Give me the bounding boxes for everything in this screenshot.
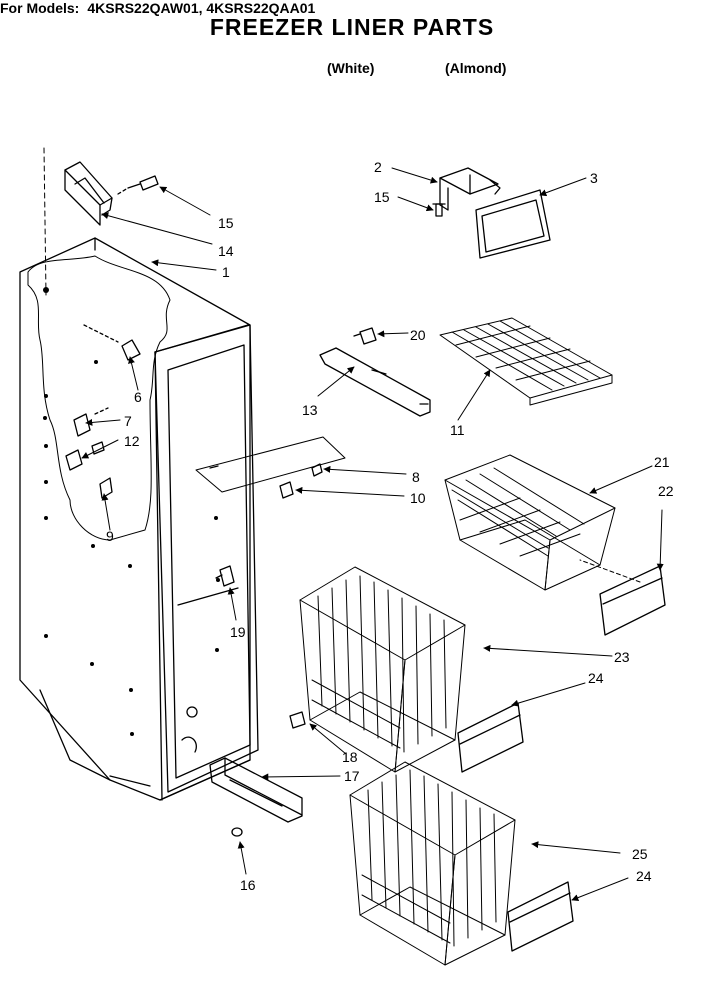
callout-11: 11	[450, 422, 465, 438]
part-12-clip	[65, 441, 105, 471]
part-22-basket-front	[579, 559, 666, 636]
model-numbers: 4KSRS22QAW01, 4KSRS22QAA01	[87, 0, 316, 16]
callout-labels: 15 14 1 2 15 3 6 7 12 9 8 10 19 20 13 11…	[106, 159, 674, 893]
part-14-bracket	[64, 161, 113, 226]
part-24-basket-front-lower	[507, 881, 574, 952]
callout-14: 14	[218, 243, 234, 259]
callout-20: 20	[410, 327, 426, 343]
color-white: (White)	[327, 60, 375, 76]
part-19-clip	[215, 565, 235, 587]
part-17-trim	[209, 757, 303, 823]
callout-25: 25	[632, 846, 648, 862]
callout-7: 7	[124, 413, 132, 429]
models-line: For Models: 4KSRS22QAW01, 4KSRS22QAA01	[0, 0, 704, 16]
callout-18: 18	[342, 749, 358, 765]
callout-24-upper: 24	[588, 670, 604, 686]
part-23-basket	[299, 566, 466, 773]
part-9-clip	[99, 477, 113, 499]
callout-15-upper-right: 15	[374, 189, 390, 205]
part-10-clip	[279, 481, 294, 499]
callout-8: 8	[412, 469, 420, 485]
color-almond: (Almond)	[445, 60, 507, 76]
callout-22: 22	[658, 483, 674, 499]
callout-15-upper-left: 15	[218, 215, 234, 231]
freezer-liner	[19, 237, 251, 801]
part-2-bracket	[439, 167, 501, 211]
part-25-basket	[349, 761, 516, 966]
part-3-cover	[475, 189, 551, 259]
callout-13: 13	[302, 402, 318, 418]
part-6-clip	[83, 324, 141, 361]
panel-plate	[195, 436, 346, 493]
callout-2: 2	[374, 159, 382, 175]
callout-23: 23	[614, 649, 630, 665]
callout-10: 10	[410, 490, 426, 506]
part-20-screw	[353, 327, 377, 345]
callout-17: 17	[344, 768, 360, 784]
part-7-clip	[73, 407, 109, 437]
callout-16: 16	[240, 877, 256, 893]
callout-1: 1	[222, 264, 230, 280]
part-15-screw-upper-right	[432, 203, 446, 217]
for-models-label: For Models:	[0, 0, 80, 16]
part-21-basket	[444, 454, 616, 591]
callout-19: 19	[230, 624, 246, 640]
part-18-screw	[289, 711, 306, 729]
leader-lines	[81, 167, 664, 901]
part-8-clip	[311, 463, 323, 477]
part-11-wire-shelf	[439, 317, 613, 406]
callout-3: 3	[590, 170, 598, 186]
callout-12: 12	[124, 433, 140, 449]
part-16-plug	[231, 827, 243, 837]
callout-21: 21	[654, 454, 670, 470]
part-13-rail	[319, 347, 431, 417]
part-15-screw-upper-left	[117, 175, 159, 195]
part-24-basket-front-upper	[457, 702, 524, 773]
callout-24-lower: 24	[636, 868, 652, 884]
diagram-title: FREEZER LINER PARTS	[209, 14, 495, 40]
callout-6: 6	[134, 389, 142, 405]
callout-9: 9	[106, 528, 114, 544]
liner-holes	[43, 287, 220, 736]
